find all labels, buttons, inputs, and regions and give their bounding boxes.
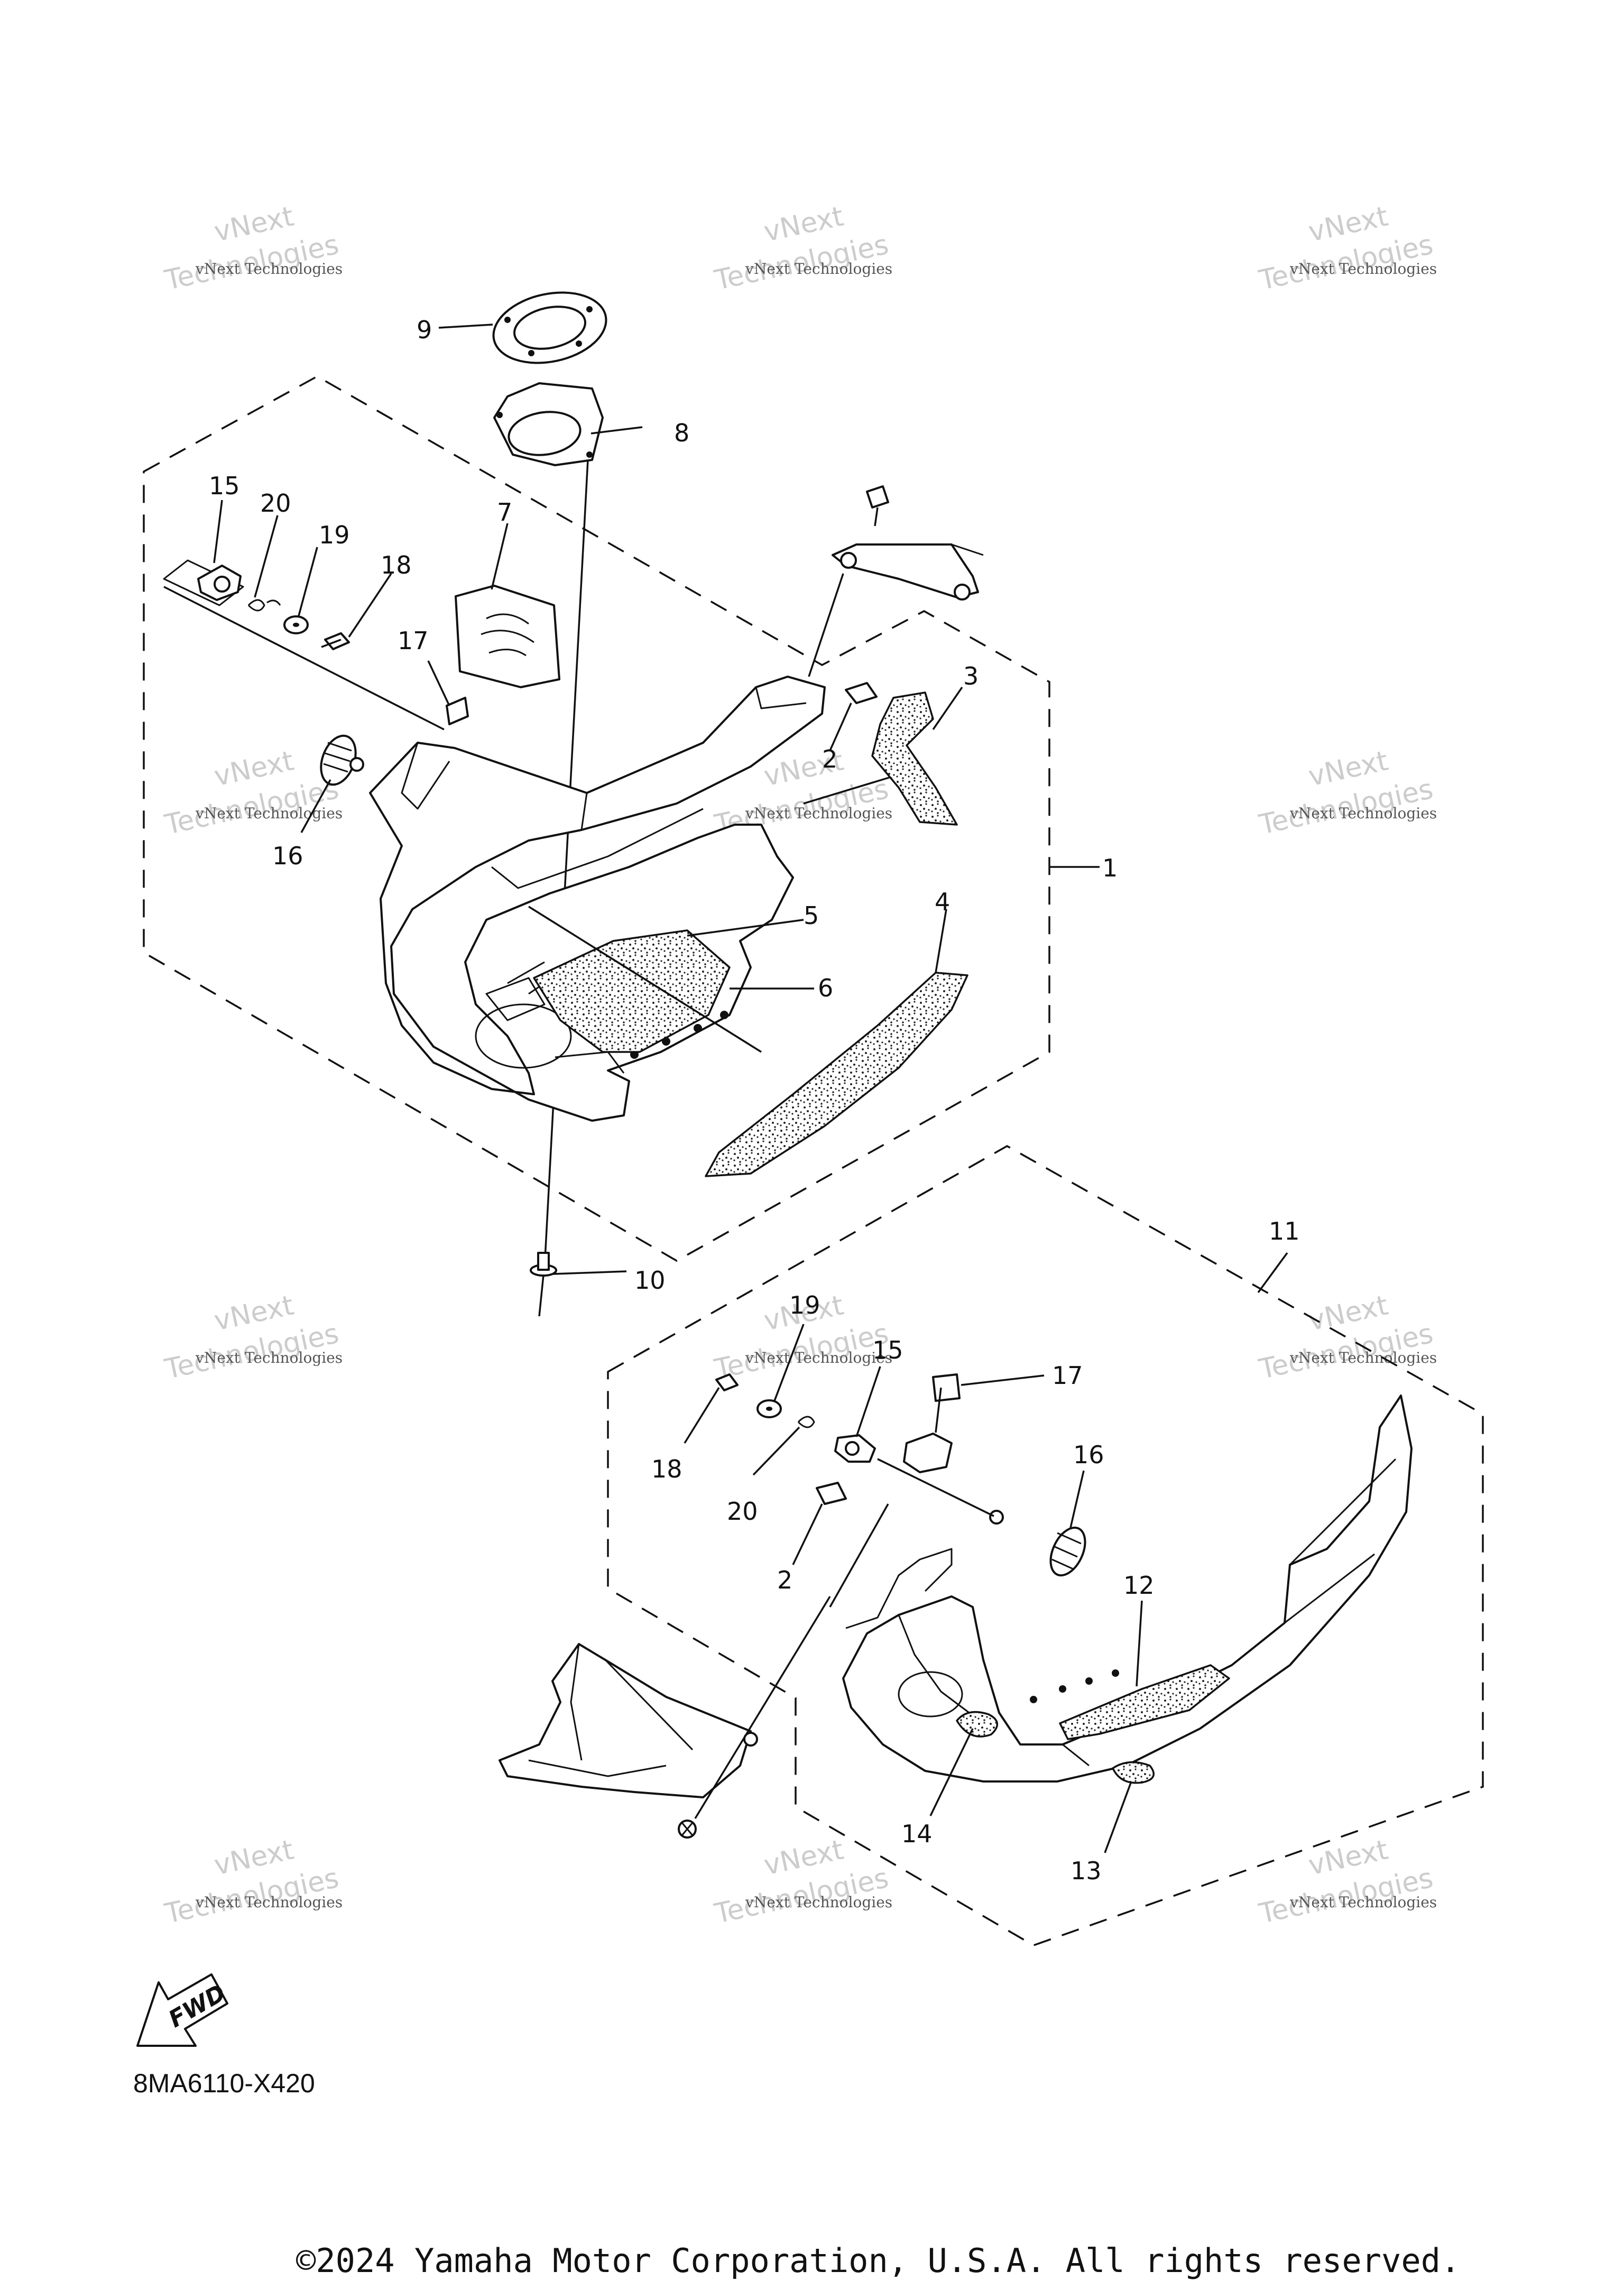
part-7-label <box>455 585 560 688</box>
svg-text:vNext Technologies: vNext Technologies <box>195 1894 343 1911</box>
svg-text:vNext Technologies: vNext Technologies <box>195 1349 343 1366</box>
part-1-under-cowl <box>369 676 826 1122</box>
part-6-foam <box>485 977 546 1021</box>
callout-19: 19 <box>319 521 350 549</box>
part-3-foam <box>871 691 958 826</box>
watermark: Technologies vNext vNext Technologies <box>712 200 892 297</box>
part-12-foam <box>1059 1664 1230 1740</box>
callout-10: 10 <box>634 1266 666 1295</box>
part-16-grommet <box>320 734 364 786</box>
watermark: Technologies vNext vNext Technologies <box>162 1289 343 1386</box>
callout-18-lower: 18 <box>651 1455 682 1483</box>
callout-15-lower: 15 <box>872 1336 903 1364</box>
callout-1: 1 <box>1102 854 1118 882</box>
watermark: Technologies vNext vNext Technologies <box>1256 1289 1437 1386</box>
callout-2: 2 <box>822 745 837 773</box>
watermark: Technologies vNext vNext Technologies <box>1256 200 1437 297</box>
svg-text:vNext Technologies: vNext Technologies <box>195 805 343 822</box>
callout-18: 18 <box>381 551 412 579</box>
callout-14: 14 <box>901 1820 933 1848</box>
axis-line <box>543 459 589 1269</box>
callout-20: 20 <box>260 489 291 518</box>
callout-5: 5 <box>804 901 819 930</box>
callout-16-lower: 16 <box>1073 1441 1104 1469</box>
callout-4: 4 <box>935 888 950 916</box>
assembly-1-boundary <box>143 375 1050 1262</box>
callout-8: 8 <box>674 419 689 447</box>
assembly-1-callouts: 9 8 15 20 19 18 7 17 16 3 2 5 6 4 1 10 <box>209 316 1118 1295</box>
part-9-grommet <box>492 291 607 364</box>
part-13-foam <box>1112 1761 1155 1784</box>
watermark: Technologies vNext vNext Technologies <box>712 1834 892 1930</box>
watermark: Technologies vNext vNext Technologies <box>162 1834 343 1930</box>
svg-text:vNext Technologies: vNext Technologies <box>1289 805 1437 822</box>
watermark: Technologies vNext vNext Technologies <box>1256 1834 1437 1930</box>
lower-clip-set <box>715 1373 1086 1608</box>
part-4-foam <box>705 972 968 1177</box>
callout-12: 12 <box>1123 1571 1155 1600</box>
callout-17: 17 <box>398 626 429 655</box>
assembly-11-callouts: 11 19 15 17 16 18 20 2 12 14 13 <box>651 1217 1300 1885</box>
callout-19-lower: 19 <box>789 1291 820 1319</box>
callout-6: 6 <box>818 974 833 1002</box>
watermark: Technologies vNext vNext Technologies <box>162 745 343 841</box>
watermark: Technologies vNext vNext Technologies <box>162 200 343 297</box>
model-code: 8MA6110-X420 <box>133 2069 315 2098</box>
svg-text:vNext Technologies: vNext Technologies <box>1289 1349 1437 1366</box>
assembly-1-leaders <box>163 324 1100 1275</box>
part-17-nut <box>446 697 469 725</box>
svg-text:vNext Technologies: vNext Technologies <box>745 1349 892 1366</box>
part-2-clip <box>845 682 878 704</box>
watermark: Technologies vNext vNext Technologies <box>1256 745 1437 841</box>
svg-text:vNext Technologies: vNext Technologies <box>1289 1894 1437 1911</box>
callout-7: 7 <box>497 498 512 527</box>
callout-15: 15 <box>209 472 240 500</box>
svg-text:vNext Technologies: vNext Technologies <box>745 1894 892 1911</box>
assembly-11-boundary <box>607 1144 1484 1946</box>
lower-bracket <box>499 1596 831 1839</box>
part-5-foam <box>533 929 731 1053</box>
callout-11: 11 <box>1269 1217 1300 1245</box>
part-11-under-cowl <box>842 1395 1413 1783</box>
svg-text:vNext Technologies: vNext Technologies <box>195 260 343 278</box>
callout-3: 3 <box>963 662 979 690</box>
copyright-notice: ©2024 Yamaha Motor Corporation, U.S.A. A… <box>296 2241 1461 2280</box>
svg-text:vNext Technologies: vNext Technologies <box>745 805 892 822</box>
upper-clip-set <box>163 559 350 650</box>
fwd-arrow-icon: FWD <box>136 1973 230 2047</box>
callout-2-lower: 2 <box>777 1566 792 1594</box>
part-10-rivet <box>530 1252 557 1317</box>
callout-16: 16 <box>272 842 303 870</box>
callout-13: 13 <box>1071 1857 1102 1885</box>
part-8-plate <box>493 382 604 466</box>
svg-text:vNext Technologies: vNext Technologies <box>1289 260 1437 278</box>
upper-bracket <box>808 485 984 677</box>
callout-17-lower: 17 <box>1052 1361 1083 1390</box>
svg-text:vNext Technologies: vNext Technologies <box>745 260 892 278</box>
assembly-11-leaders <box>684 1252 1288 1853</box>
callout-9: 9 <box>417 316 432 344</box>
callout-20-lower: 20 <box>727 1497 758 1526</box>
